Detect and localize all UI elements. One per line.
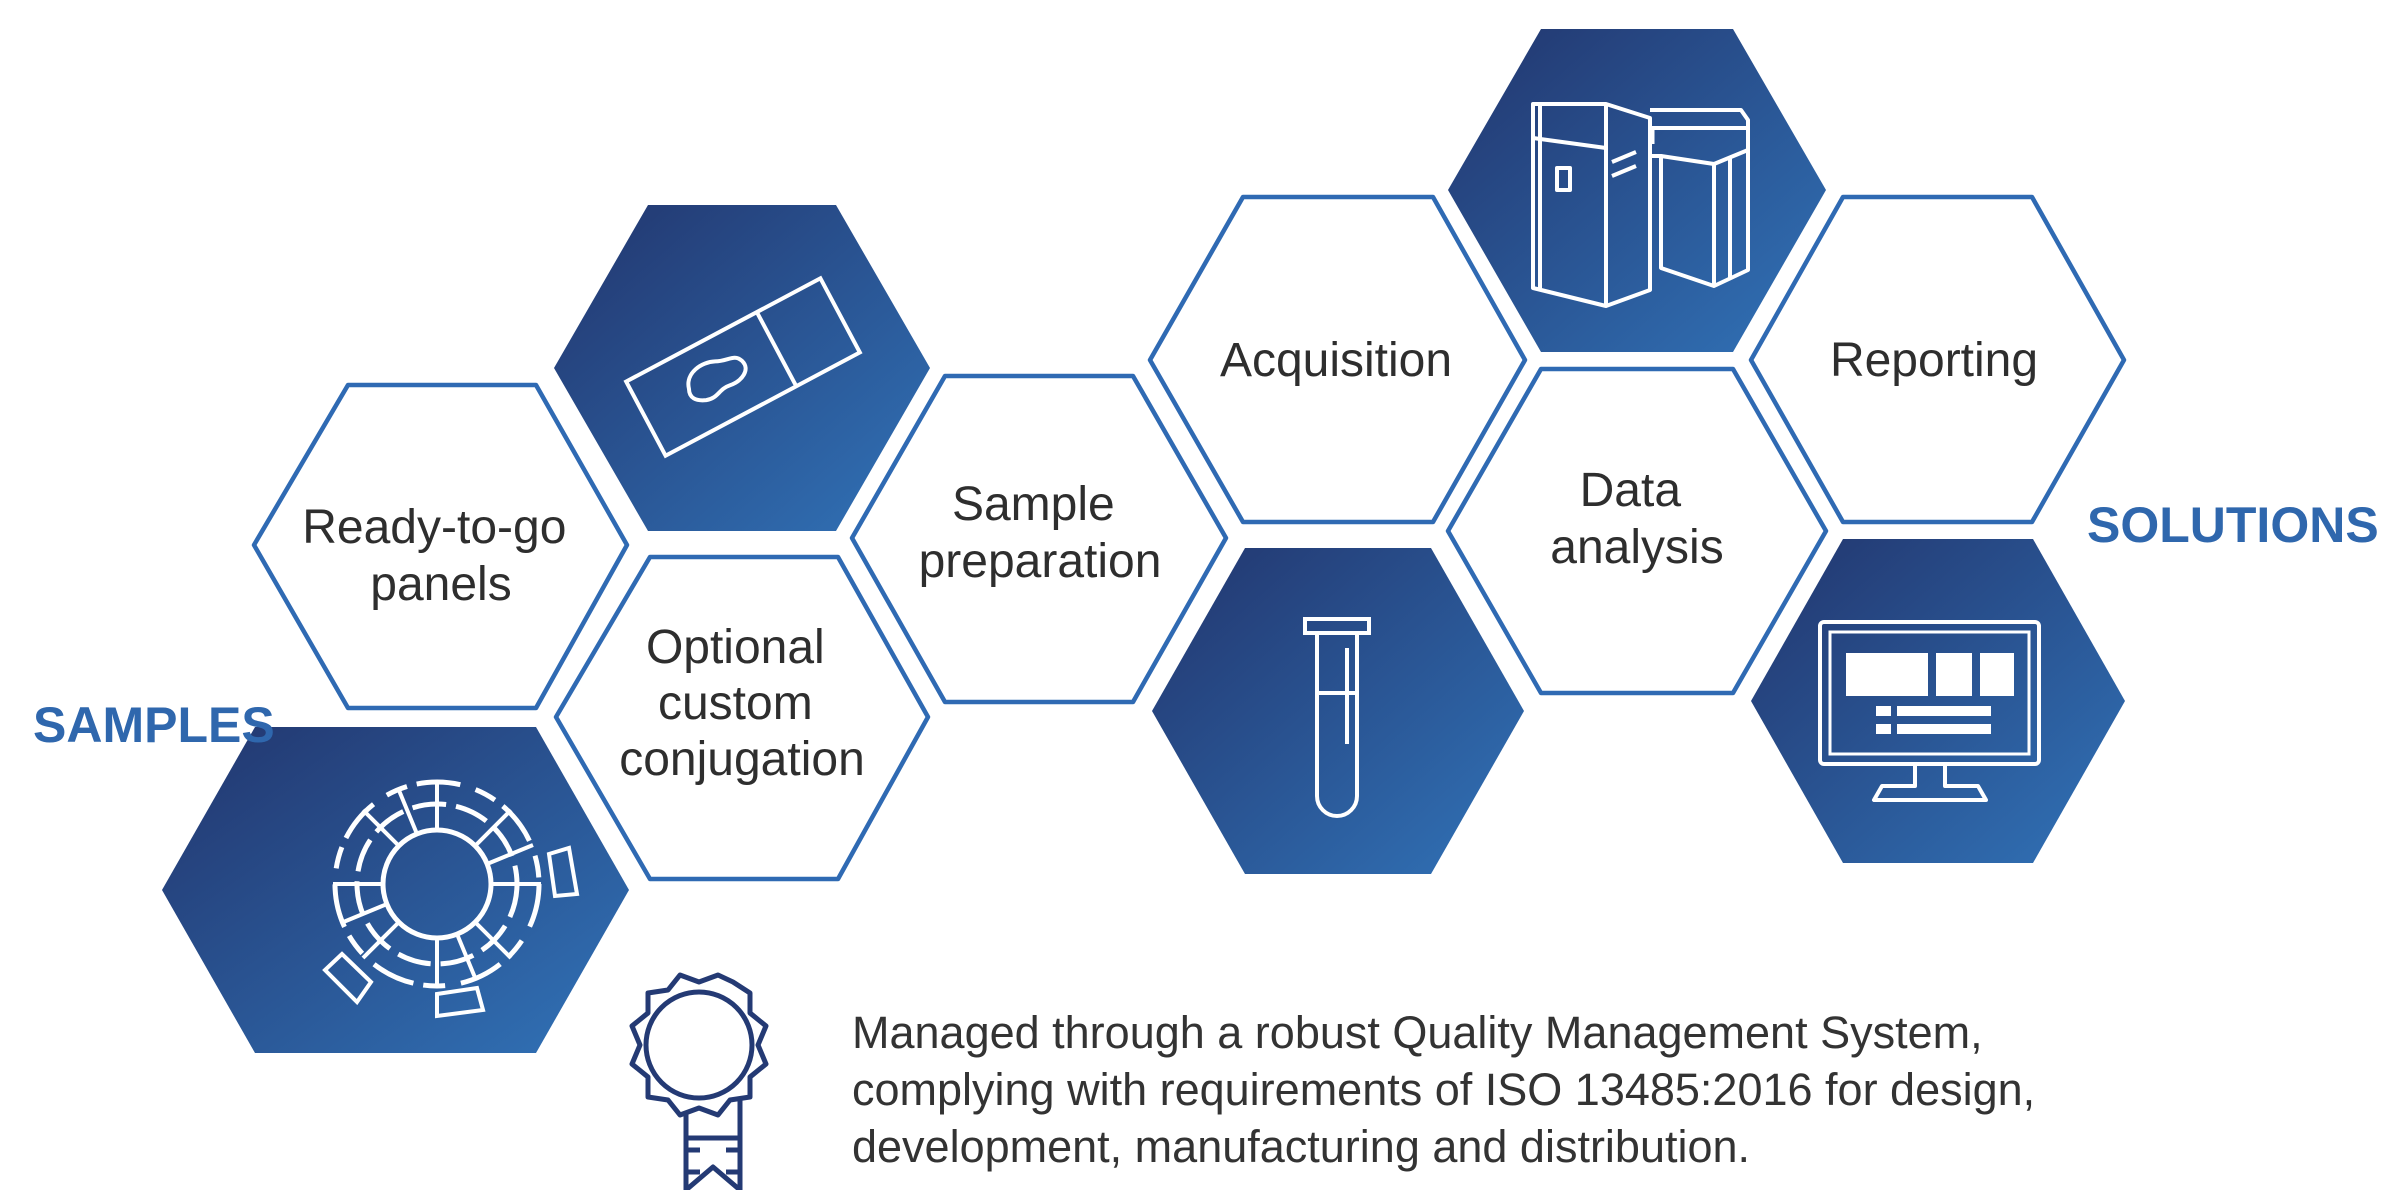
- label-sample-preparation: Sample preparation: [919, 478, 1162, 588]
- hex-monitor: [1751, 539, 2125, 863]
- hex-ready-to-go-panels: [251, 382, 630, 711]
- hex-sample-preparation: [849, 373, 1229, 705]
- hex-sunburst: [162, 727, 629, 1053]
- hex-reporting: [1748, 194, 2127, 525]
- hex-cytometer: [1448, 29, 1826, 352]
- hex-data-analysis: [1445, 366, 1829, 696]
- hex-acquisition: [1147, 194, 1528, 525]
- sunburst-chart-icon: [322, 779, 580, 1019]
- hex-slide: [554, 205, 930, 531]
- samples-label: SAMPLES: [33, 697, 275, 753]
- label-ready-to-go-panels: Ready-to-go panels: [302, 501, 579, 611]
- hex-optional-custom-conjugation: [553, 554, 931, 882]
- filled-hexagons: [162, 29, 2125, 1053]
- microscope-slide-icon: [623, 275, 863, 459]
- label-acquisition: Acquisition: [1220, 334, 1452, 387]
- label-optional-custom-conjugation: Optional custom conjugation: [619, 621, 865, 786]
- certificate-ribbon-icon: [629, 972, 769, 1190]
- test-tube-icon: [1303, 617, 1371, 818]
- solutions-label: SOLUTIONS: [2087, 497, 2379, 553]
- outline-hexagons: [251, 194, 2127, 882]
- monitor-report-icon: [1818, 620, 2041, 802]
- label-data-analysis: Data analysis: [1550, 464, 1723, 574]
- label-reporting: Reporting: [1830, 334, 2038, 387]
- hex-tube: [1152, 548, 1524, 874]
- quality-statement: Managed through a robust Quality Managem…: [852, 1007, 2048, 1172]
- flow-cytometer-icon: [1531, 102, 1750, 308]
